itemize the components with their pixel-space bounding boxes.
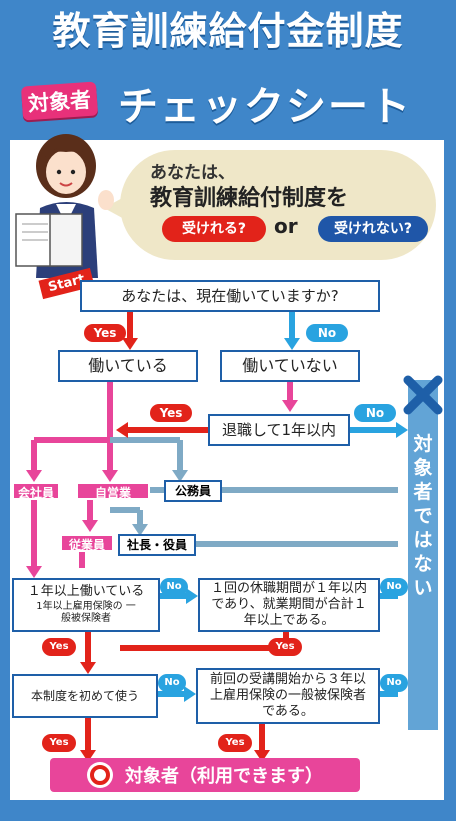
page-title: 教育訓練給付金制度	[52, 9, 404, 53]
not-working-box: 働いていない	[220, 350, 360, 382]
question-working: あなたは、現在働いていますか?	[80, 280, 380, 312]
woman-illustration	[15, 134, 114, 278]
yes-tag: Yes	[218, 734, 252, 752]
working-box: 働いている	[58, 350, 198, 382]
retired-box: 退職して1年以内	[208, 414, 350, 446]
yes-tag: Yes	[84, 324, 126, 342]
category-president: 社長・役員	[118, 534, 196, 556]
one-year-label: １年以上働いている	[27, 584, 145, 600]
category-public-servant: 公務員	[164, 480, 222, 502]
page-subtitle: チェックシート	[118, 84, 412, 130]
no-tag: No	[380, 674, 408, 692]
eligible-result: 対象者（利用できます）	[50, 758, 360, 792]
no-tag: No	[158, 674, 186, 692]
no-tag: No	[160, 578, 188, 596]
category-company: 会社員	[12, 482, 60, 500]
eligible-result-label: 対象者（利用できます）	[125, 766, 323, 787]
bubble-line1: あなたは、	[150, 163, 235, 183]
yes-tag: Yes	[42, 638, 76, 656]
one-year-note: 1年以上雇用保険の 一般被保険者	[36, 600, 136, 625]
or-text: or	[274, 214, 298, 238]
yes-tag: Yes	[150, 404, 192, 422]
category-employee: 従業員	[60, 534, 114, 552]
cannot-receive-pill: 受けれない?	[318, 216, 428, 242]
not-eligible-bar	[408, 380, 438, 730]
leave-period-box: １回の休職期間が１年以内であり、就業期間が合計１年以上である。	[198, 578, 380, 632]
first-use-box: 本制度を初めて使う	[12, 674, 158, 718]
cross-icon	[403, 375, 443, 415]
yes-tag: Yes	[42, 734, 76, 752]
bubble-line2: 教育訓練給付制度を	[150, 186, 349, 211]
no-tag: No	[306, 324, 348, 342]
yes-tag: Yes	[268, 638, 302, 656]
can-receive-pill: 受けれる?	[162, 216, 266, 242]
one-year-box: １年以上働いている 1年以上雇用保険の 一般被保険者	[12, 578, 160, 632]
category-self-employed: 自営業	[76, 482, 150, 500]
no-tag: No	[354, 404, 396, 422]
no-tag: No	[380, 578, 408, 596]
previous-course-box: 前回の受講開始から３年以上雇用保険の一般被保険者である。	[196, 668, 380, 724]
circle-icon	[87, 762, 113, 788]
not-eligible-text: 対象者ではない	[413, 433, 433, 599]
